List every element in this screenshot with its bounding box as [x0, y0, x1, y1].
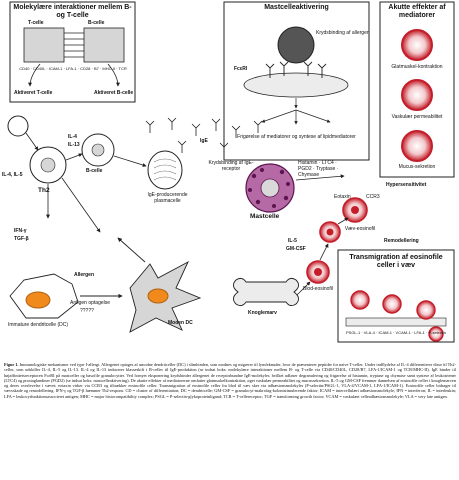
- vaev-eosinofil-label: Væv-eosinofil: [344, 226, 376, 232]
- acute-item-3: Mucus-sekretion: [398, 164, 436, 170]
- bone-marrow-icon: [233, 277, 299, 307]
- question-label: ?????: [80, 308, 94, 314]
- transmig-eos-2: [382, 294, 402, 314]
- mast-granules: [248, 168, 290, 208]
- mol-molecules-label: CD40 · CD40L · ICAM-1 · LFA-1 · CD28 · B…: [19, 66, 127, 71]
- mol-activated-b: Aktiveret B-celle: [94, 90, 134, 96]
- b-cell-nucleus: [91, 143, 105, 157]
- ifn-label: IFN-γ: [14, 228, 27, 234]
- cell-arrows: [25, 132, 147, 233]
- signal-cascade: [261, 98, 331, 125]
- molecular-box-title: Molekylære interaktioner mellem B- og T-…: [13, 4, 132, 19]
- mast-nucleus: [260, 178, 280, 198]
- antigen-uptake-label: Antigen optagelse: [70, 300, 111, 306]
- mast-activation-title: Mastcelleaktivering: [264, 4, 329, 11]
- mediators-label: Histamin · LTC4 · PGD2 · Tryptase · Chym…: [298, 160, 339, 178]
- b-cell-label: B-celle: [86, 168, 103, 174]
- ige-antibodies: [145, 117, 263, 155]
- ige-label: IgE: [200, 138, 208, 144]
- mast-bottom-note: Frigørelse af mediatorer og syntese af l…: [237, 134, 356, 140]
- plasmacell-label: IgE-producerende plasmacelle: [147, 192, 188, 204]
- il5-label: IL-5: [288, 238, 297, 244]
- eotaxin-label: Eotaxin: [334, 194, 351, 200]
- gm-csf-label: GM-CSF: [286, 246, 306, 252]
- caption-heading: Figur 1.: [4, 362, 19, 367]
- caption-text: Immunologiske mekanismer ved type I-alle…: [4, 362, 456, 399]
- mature-dc-nucleus: [147, 288, 169, 304]
- th2-nucleus: [40, 157, 56, 173]
- eos-nucleus-1: [351, 206, 359, 214]
- il13-label: IL-13: [68, 142, 80, 148]
- effect-icon-3: [401, 130, 433, 162]
- il4-label: IL-4: [68, 134, 77, 140]
- th2-label: Th2: [38, 187, 50, 194]
- transmig-eos-3: [416, 300, 436, 320]
- transmig-eos-4: [428, 326, 444, 342]
- eos-nucleus-3: [314, 268, 322, 276]
- effect-icon-1: [401, 29, 433, 61]
- molecular-bonds: [64, 32, 84, 58]
- antigen-label: Allergen: [74, 272, 95, 278]
- allergen-sphere: [277, 26, 315, 64]
- t-activation-arrow: [28, 63, 41, 87]
- eos-nucleus-2: [326, 228, 334, 236]
- hyper-effects-label: Hypersensitivitet: [386, 182, 427, 188]
- mol-activated-t: Aktiveret T-celle: [14, 90, 53, 96]
- mol-t-cell-label: T-celle: [28, 20, 44, 26]
- diagram-canvas: [7, 1, 455, 343]
- t-cell-shape: [23, 27, 65, 63]
- acute-effects-title: Akutte effekter af mediatorer: [388, 4, 446, 19]
- eosinofil-blod-label: Blod-eosinofil: [302, 286, 334, 292]
- endothelium: [345, 317, 447, 327]
- mast-receptor-note: FcεRI: [234, 66, 248, 72]
- immature-dc-nucleus: [25, 291, 51, 309]
- mast-membrane: [243, 72, 349, 98]
- th0-cell: [7, 115, 29, 137]
- figure: Molekylære interaktioner mellem B- og T-…: [2, 1, 455, 343]
- mol-b-cell-label: B-celle: [88, 20, 105, 26]
- tgf-label: TGF-β: [14, 236, 29, 242]
- acute-item-2: Vaskulær permeabilitet: [391, 114, 443, 120]
- mast-antigen-note: Krydsbinding af allergen: [316, 30, 370, 36]
- b-activation-arrow: [107, 63, 120, 87]
- effect-icon-2: [401, 79, 433, 111]
- ccr3-label: CCR3: [366, 194, 380, 200]
- plasma-er: [153, 158, 177, 181]
- il4-il5-label: IL-4, IL-5: [2, 172, 23, 178]
- knoglemarv-label: Knoglemarv: [248, 310, 277, 316]
- b-cell-shape: [83, 27, 125, 63]
- transmig-eos-1: [350, 290, 370, 310]
- mastcelle-label: Mastcelle: [250, 213, 280, 220]
- acute-item-1: Glatmuskel-kontraktion: [391, 64, 443, 70]
- mast-crosslink-note: Krydsbinding af IgE-receptor: [208, 160, 254, 172]
- dc-presentation-arrow: [117, 237, 146, 263]
- transmigration-title: Transmigration af eosinofile celler i væ…: [349, 254, 443, 269]
- figure-caption: Figur 1. Immunologiske mekanismer ved ty…: [4, 362, 456, 478]
- eos-arrows: [295, 217, 349, 297]
- mediator-arrow: [295, 174, 345, 181]
- remodellering-label: Remodellering: [384, 238, 419, 244]
- transmigration-molecules: PSGL-1 · VLA-4 · ICAM-1 · VCAM-1 · LFA-1…: [345, 330, 447, 335]
- plasma-cell: [147, 150, 183, 190]
- mature-dc-label: Moden DC: [168, 320, 193, 326]
- immature-dc-label: Immature dendritcelle (DC): [8, 322, 69, 328]
- ige-receptors: [265, 61, 327, 78]
